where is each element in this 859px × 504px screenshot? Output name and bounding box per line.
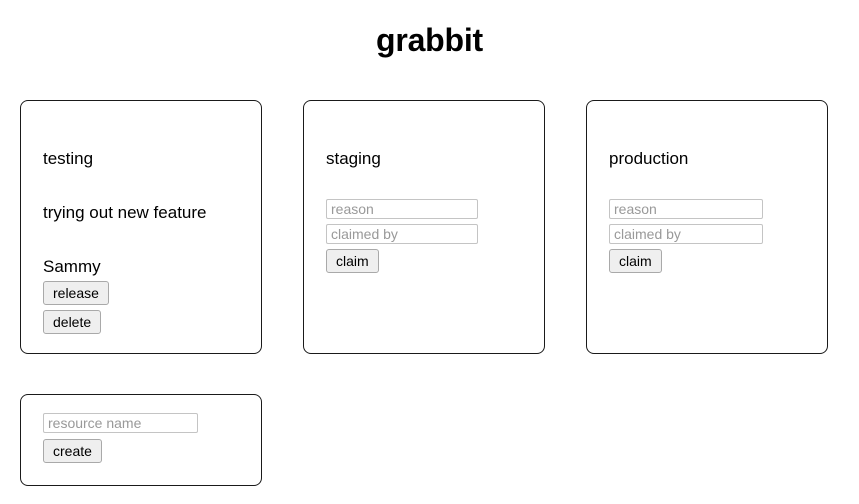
create-button[interactable]: create: [43, 439, 102, 463]
create-resource-section: create: [20, 394, 262, 486]
delete-button[interactable]: delete: [43, 310, 102, 334]
claim-button[interactable]: claim: [609, 249, 662, 273]
page-title: grabbit: [375, 22, 484, 58]
resource-card-body: staging claim: [326, 121, 522, 273]
claim-form: claim: [326, 169, 522, 273]
resource-card-testing: testing trying out new feature Sammy rel…: [20, 100, 262, 354]
reason-input[interactable]: [609, 199, 763, 219]
resource-card-body: testing trying out new feature Sammy rel…: [43, 121, 239, 334]
create-resource-card: create: [20, 394, 262, 486]
resource-actions: release delete: [43, 277, 239, 334]
reason-input[interactable]: [326, 199, 478, 219]
resource-card-production: production claim: [586, 100, 828, 354]
resource-card-body: production claim: [609, 121, 805, 273]
claim-button[interactable]: claim: [326, 249, 379, 273]
resource-name-label: testing: [43, 149, 94, 168]
resource-name-label: production: [609, 149, 689, 168]
claim-form: claim: [609, 169, 805, 273]
resource-card-list: testing trying out new feature Sammy rel…: [20, 100, 828, 354]
resource-reason-label: trying out new feature: [43, 203, 207, 222]
resource-name-label: staging: [326, 149, 381, 168]
resource-name-input[interactable]: [43, 413, 198, 433]
claimed-by-input[interactable]: [609, 224, 763, 244]
release-button[interactable]: release: [43, 281, 109, 305]
resource-claimed-by-label: Sammy: [43, 257, 101, 276]
resource-card-staging: staging claim: [303, 100, 545, 354]
claimed-by-input[interactable]: [326, 224, 478, 244]
